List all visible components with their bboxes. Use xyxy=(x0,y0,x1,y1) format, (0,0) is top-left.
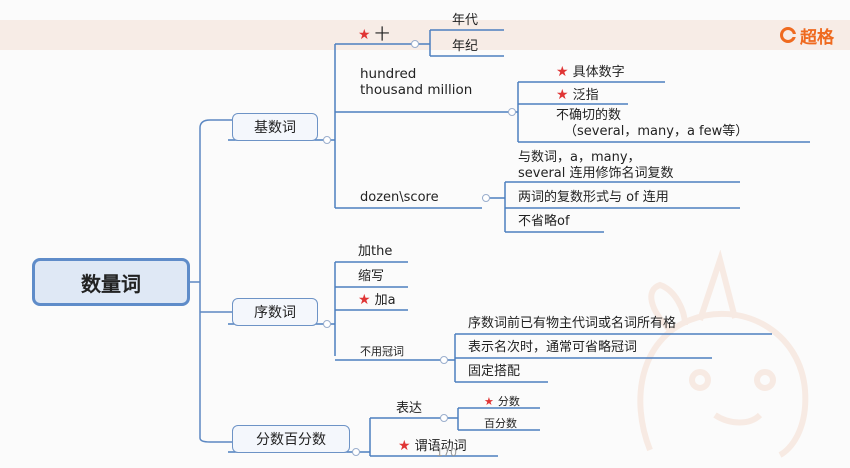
node-percentage[interactable]: 百分数 xyxy=(484,417,517,430)
collapse-toggle-dozen[interactable] xyxy=(482,194,490,202)
node-decade[interactable]: 年代 xyxy=(452,13,479,28)
node-ten[interactable]: ★十 xyxy=(358,25,390,43)
star-icon: ★ xyxy=(556,87,569,103)
collapse-toggle-fraction[interactable] xyxy=(352,448,360,456)
node-general-reference[interactable]: ★泛指 xyxy=(556,87,599,103)
node-expression[interactable]: 表达 xyxy=(396,401,423,416)
node-specific-number[interactable]: ★具体数字 xyxy=(556,64,625,80)
uncertain-line2: （several，many，a few等） xyxy=(564,124,749,139)
node-no-article-possessive[interactable]: 序数词前已有物主代词或名词所有格 xyxy=(468,316,677,331)
logo-text: 超格 xyxy=(800,27,834,48)
star-icon: ★ xyxy=(398,438,411,454)
node-with-numerals[interactable]: 与数词，a，many， several 连用修饰名词复数 xyxy=(518,150,674,182)
with-numerals-line1: 与数词，a，many， xyxy=(518,150,641,165)
unicorn-watermark-icon xyxy=(637,250,809,458)
node-uncertain-number[interactable]: 不确切的数 （several，many，a few等） xyxy=(556,108,748,140)
node-predicate-verb[interactable]: ★谓语动词 xyxy=(398,438,467,454)
star-icon: ★ xyxy=(484,395,494,408)
node-fraction[interactable]: 分数百分数 xyxy=(232,425,350,453)
node-dozen-score[interactable]: dozen\score xyxy=(360,190,439,205)
node-hundred[interactable]: hundred thousand million xyxy=(360,66,472,98)
collapse-toggle-cardinal[interactable] xyxy=(323,136,331,144)
node-abbreviation[interactable]: 缩写 xyxy=(358,269,385,284)
collapse-toggle-expression[interactable] xyxy=(440,414,448,422)
node-cardinal[interactable]: 基数词 xyxy=(232,113,318,141)
node-no-article[interactable]: 不用冠词 xyxy=(360,345,404,358)
node-add-a[interactable]: ★加a xyxy=(358,292,396,308)
root-node[interactable]: 数量词 xyxy=(32,258,190,306)
node-add-the[interactable]: 加the xyxy=(358,244,393,259)
hundred-label-line2: thousand million xyxy=(360,82,473,98)
star-icon: ★ xyxy=(556,64,569,80)
node-fraction-number[interactable]: ★分数 xyxy=(484,395,520,408)
collapse-toggle-ordinal[interactable] xyxy=(323,320,331,328)
logo-c-icon xyxy=(780,27,796,43)
star-icon: ★ xyxy=(358,292,371,308)
hundred-label-line1: hundred xyxy=(360,66,417,82)
node-age[interactable]: 年纪 xyxy=(452,39,479,54)
node-ordinal[interactable]: 序数词 xyxy=(232,298,318,326)
node-plural-of[interactable]: 两词的复数形式与 of 连用 xyxy=(518,190,669,205)
top-banner xyxy=(0,20,850,50)
node-keep-of[interactable]: 不省略of xyxy=(518,214,570,229)
uncertain-line1: 不确切的数 xyxy=(556,108,622,123)
collapse-toggle-no-article[interactable] xyxy=(440,356,448,364)
node-no-article-ranking[interactable]: 表示名次时，通常可省略冠词 xyxy=(468,340,638,355)
star-icon: ★ xyxy=(358,27,371,43)
collapse-toggle-hundred[interactable] xyxy=(508,108,516,116)
brand-logo: 超格 xyxy=(780,20,834,50)
collapse-toggle-ten[interactable] xyxy=(411,40,419,48)
page-number: 170 xyxy=(436,446,457,459)
node-no-article-fixed[interactable]: 固定搭配 xyxy=(468,364,521,379)
with-numerals-line2: several 连用修饰名词复数 xyxy=(518,166,674,181)
